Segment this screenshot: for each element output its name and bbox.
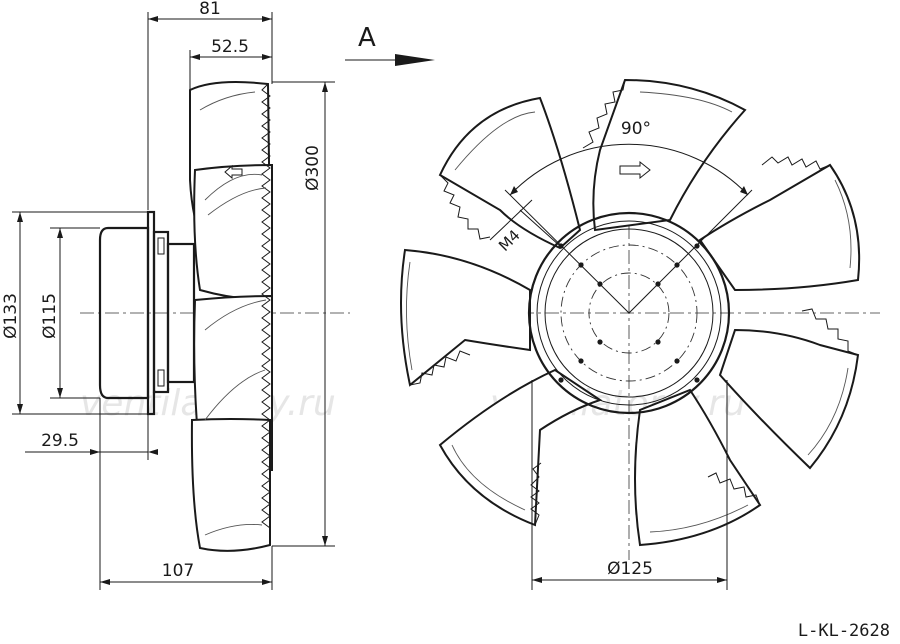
blade-7 <box>400 248 531 387</box>
dim-flange-offset: 29.5 <box>41 431 79 451</box>
blade-contour-2 <box>207 187 267 216</box>
serration-2 <box>582 79 626 149</box>
dim-fan-diameter: Ø300 <box>303 145 323 191</box>
blade-serration-edge <box>261 83 271 529</box>
blade-contour-4 <box>204 369 266 421</box>
blade-contour-1 <box>204 173 263 201</box>
hub-bolt-bottom <box>157 369 165 387</box>
side-blade-upper <box>193 163 273 302</box>
hub-inner-ring <box>536 220 722 406</box>
arrow-right-icon <box>395 54 435 66</box>
dim-flange-diameter: Ø133 <box>1 293 21 339</box>
bolt-circle-125 <box>560 244 698 382</box>
dim-motor-diameter: Ø115 <box>40 293 60 339</box>
dim-depth-blade: 52.5 <box>211 37 249 57</box>
rotation-arrow-icon <box>224 164 243 180</box>
dim-depth-total: 81 <box>199 0 221 19</box>
hub-bolt-top <box>157 237 165 255</box>
view-label: A <box>358 23 376 53</box>
blade-6 <box>438 368 603 527</box>
blade-3 <box>698 163 861 292</box>
blade-1 <box>438 96 582 250</box>
drawing-code: L-KL-2628 <box>798 621 890 641</box>
dim-overall-length: 107 <box>162 561 194 581</box>
blade-contour-6 <box>199 91 256 111</box>
serration-3 <box>761 156 831 170</box>
view-arrow-a: A <box>345 23 435 66</box>
hub-outer-ring <box>527 211 731 415</box>
blade-contour-3 <box>204 299 267 331</box>
front-rotation-arrow-icon <box>619 160 651 180</box>
motor-body <box>98 226 150 400</box>
angle-arc <box>509 143 749 196</box>
blade-4 <box>718 328 860 470</box>
serration-5 <box>707 472 761 506</box>
motor-hub-ring <box>152 230 170 394</box>
side-blade-bottom <box>190 418 271 552</box>
hub-plate <box>544 228 714 398</box>
front-view: 90° M4 Ø125 <box>400 78 880 590</box>
side-view: 81 52.5 Ø300 Ø133 Ø115 29.5 10 <box>1 0 350 590</box>
bolt-circle-inner <box>588 272 670 354</box>
serration-7 <box>409 350 471 386</box>
serration-1 <box>439 174 491 240</box>
blade-5 <box>634 388 762 547</box>
blade-2 <box>592 78 747 232</box>
serration-6 <box>530 462 542 526</box>
dim-bolt-circle: Ø125 <box>607 559 653 579</box>
serration-4 <box>801 308 859 356</box>
blade-contour-5 <box>204 524 263 536</box>
dim-angle: 90° <box>621 119 651 139</box>
